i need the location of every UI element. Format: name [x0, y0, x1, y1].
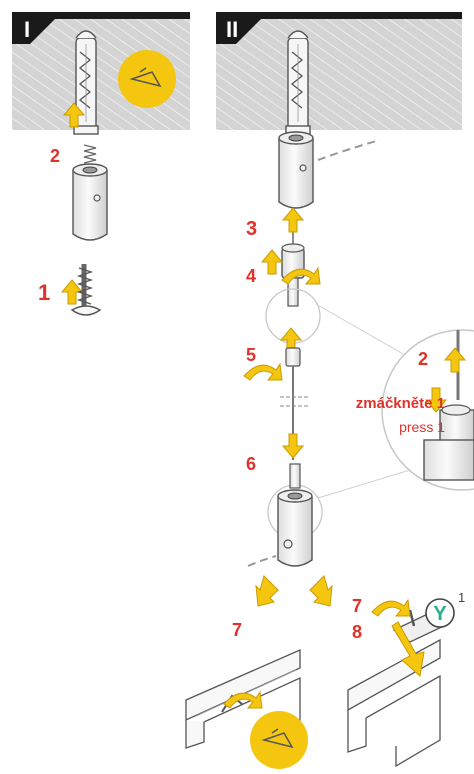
- panel-two: II 3 4 5 6: [185, 12, 474, 769]
- step-5-right: 5: [246, 345, 256, 365]
- drill-icon-left: [129, 67, 162, 88]
- y-badge-superscript: 1: [458, 590, 465, 605]
- cable-dashed-bottom: [247, 555, 277, 567]
- bottom-clamp: [277, 463, 313, 567]
- y-badge-letter: Y: [433, 603, 447, 625]
- drill-badge-right: [250, 711, 308, 769]
- screw-thread-left: [83, 144, 97, 164]
- rotate-icon-step7: [371, 599, 411, 617]
- step-6-right: 6: [246, 454, 256, 474]
- panel-label-right: II: [226, 17, 238, 42]
- panel-label-bg-right: [216, 12, 268, 44]
- step-1-left: 1: [38, 280, 50, 305]
- panel-label-bg-left: [12, 12, 62, 44]
- wall-mount-cylinder-left: [72, 163, 108, 241]
- split-arrows: [255, 575, 333, 607]
- panel-label-left: I: [24, 17, 30, 42]
- drill-badge-left: [118, 50, 176, 108]
- step-3-right: 3: [246, 218, 257, 240]
- press-english: press 1: [399, 419, 445, 435]
- screw-left: [70, 264, 102, 316]
- wall-plug-right: [285, 30, 311, 135]
- wall-hatch-right: [216, 12, 462, 130]
- wall-mount-cylinder-right: [278, 131, 314, 209]
- rotate-icon-step5: [243, 363, 283, 381]
- zoom-step-2: 2: [418, 349, 428, 369]
- step-4-right: 4: [246, 266, 256, 286]
- panel-one: I 2 1: [12, 12, 190, 316]
- cable-dashed-top: [317, 139, 381, 161]
- gripper-head: [285, 347, 301, 367]
- arrow-up-icon-step3: [282, 207, 304, 233]
- arrow-down-icon-step8: [391, 621, 425, 677]
- step-7-right: 7: [352, 596, 362, 616]
- arrow-down-icon-step6: [282, 433, 304, 459]
- step-7-left: 7: [232, 620, 242, 640]
- rail-profile-left: [185, 649, 301, 749]
- step-8-right: 8: [352, 622, 362, 642]
- drill-icon-right: [261, 728, 294, 749]
- y-badge: Y 1: [425, 590, 465, 628]
- step-2-left: 2: [50, 146, 60, 166]
- press-czech: zmáčkněte 1: [356, 395, 445, 412]
- arrow-up-icon-step4: [261, 249, 283, 275]
- zoom-detail: 2 zmáčkněte 1 press 1: [356, 329, 474, 491]
